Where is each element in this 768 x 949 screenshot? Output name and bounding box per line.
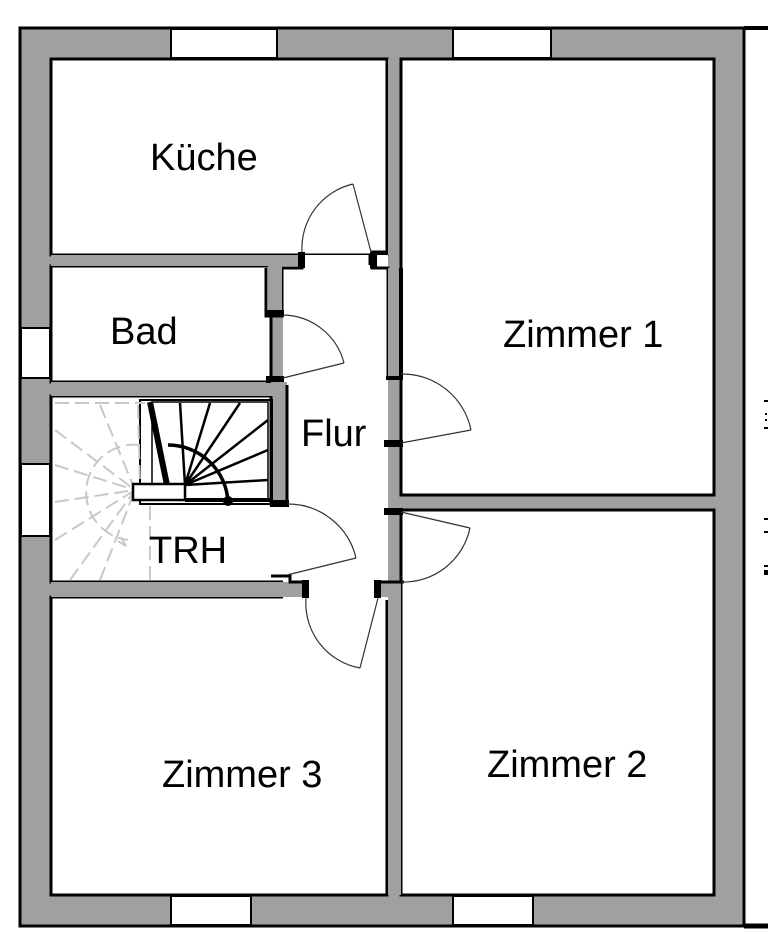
room-zimmer3 [49,595,389,897]
window-bad [20,327,51,379]
door-bad [282,314,345,379]
room-zimmer2 [399,508,716,897]
staircase [54,399,273,581]
door-zimmer2 [400,511,471,583]
cropped-annotation [764,400,768,575]
window-zimmer3 [170,895,252,926]
window-zimmer1 [452,28,552,59]
window-trh [20,463,51,537]
label-bad: Bad [110,311,178,353]
label-zimmer1: Zimmer 1 [503,314,663,356]
label-zimmer3: Zimmer 3 [162,754,322,796]
door-kueche [301,183,372,253]
door-zimmer1 [400,373,472,444]
room-bad [49,264,273,384]
window-zimmer2 [452,895,534,926]
door-trh [286,503,357,576]
window-kueche [170,28,278,59]
room-zimmer1 [399,57,716,497]
label-zimmer2: Zimmer 2 [487,744,647,786]
label-kueche: Küche [150,137,258,179]
label-trh: TRH [149,530,227,572]
door-zimmer3 [305,597,379,669]
label-flur: Flur [301,413,367,455]
